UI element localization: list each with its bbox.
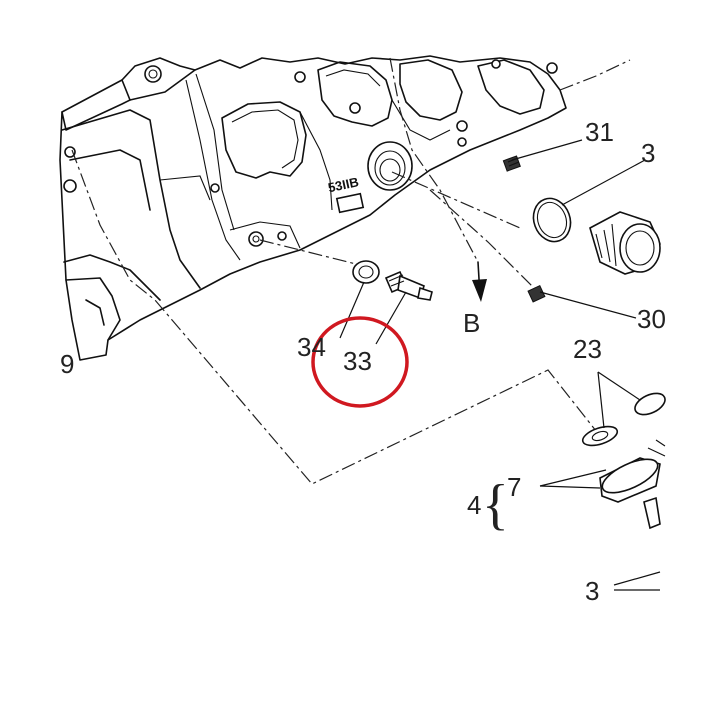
setscrew-part-31 bbox=[502, 155, 521, 172]
casting-mark-text: 53IIB bbox=[327, 174, 361, 195]
callout-32: 3 bbox=[641, 138, 655, 168]
callout-9: 9 bbox=[60, 349, 74, 379]
callout-33: 33 bbox=[343, 346, 372, 376]
direction-arrow-b bbox=[472, 261, 487, 302]
fitting-part-33 bbox=[384, 270, 433, 301]
callout-b: B bbox=[463, 308, 480, 338]
callout-34: 34 bbox=[297, 332, 326, 362]
group-brace: { bbox=[482, 474, 509, 536]
valve-parts-lower-right bbox=[581, 392, 666, 530]
plug-part-32 bbox=[589, 211, 661, 275]
cylinder-head-casting bbox=[59, 55, 567, 361]
callout-4: 4 bbox=[467, 490, 481, 520]
callout-7: 7 bbox=[507, 472, 521, 502]
washer-part-34 bbox=[352, 260, 380, 284]
callout-31: 31 bbox=[585, 117, 614, 147]
callout-30: 30 bbox=[637, 304, 666, 334]
leader-lines bbox=[339, 139, 661, 591]
callout-23: 23 bbox=[573, 334, 602, 364]
highlight-circle bbox=[311, 316, 409, 408]
callout-3: 3 bbox=[585, 576, 599, 606]
setscrew-part-30 bbox=[527, 284, 546, 303]
oring-part-32 bbox=[532, 197, 572, 243]
